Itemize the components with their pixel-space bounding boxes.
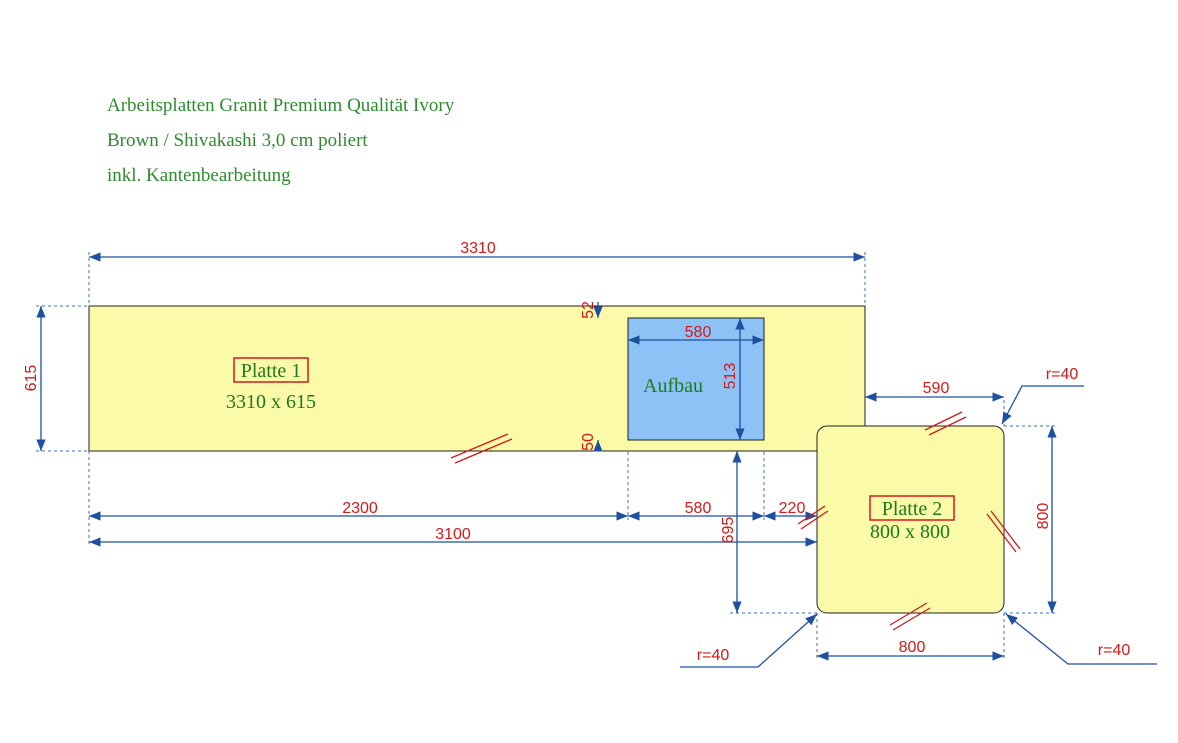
edge-marks — [450, 411, 1021, 631]
plate-2-size: 800 x 800 — [870, 521, 950, 543]
dim-220: 220 — [779, 500, 806, 517]
dim-50: 50 — [580, 433, 597, 451]
dim-800-h: 800 — [899, 639, 926, 656]
radius-bottom-right: r=40 — [1098, 642, 1131, 659]
dim-52: 52 — [580, 301, 597, 319]
radius-top-right: r=40 — [1046, 366, 1079, 383]
title-line-2: Brown / Shivakashi 3,0 cm poliert — [107, 130, 368, 151]
dim-615: 615 — [23, 365, 40, 392]
radius-leaders — [680, 385, 1157, 668]
dim-590: 590 — [923, 380, 950, 397]
dim-3100: 3100 — [435, 526, 471, 543]
dimension-lines — [36, 252, 1057, 661]
plate-1-name: Platte 1 — [241, 360, 302, 382]
plate-2-name-box — [869, 495, 955, 521]
plate-1-name-box — [233, 357, 309, 383]
dim-580: 580 — [685, 500, 712, 517]
dim-695: 695 — [720, 517, 737, 544]
plate-2-name: Platte 2 — [882, 498, 943, 520]
dim-513: 513 — [722, 363, 739, 390]
dim-800-v: 800 — [1035, 503, 1052, 530]
dim-580-inner: 580 — [685, 324, 712, 341]
dim-3310: 3310 — [460, 240, 496, 257]
radius-bottom-left: r=40 — [697, 647, 730, 664]
dim-2300: 2300 — [342, 500, 378, 517]
plate-1-size: 3310 x 615 — [226, 391, 316, 413]
title-line-3: inkl. Kantenbearbeitung — [107, 165, 291, 186]
title-block: Arbeitsplatten Granit Premium Qualität I… — [107, 88, 454, 193]
title-line-1: Arbeitsplatten Granit Premium Qualität I… — [107, 95, 455, 116]
cutout-label: Aufbau — [643, 375, 703, 397]
